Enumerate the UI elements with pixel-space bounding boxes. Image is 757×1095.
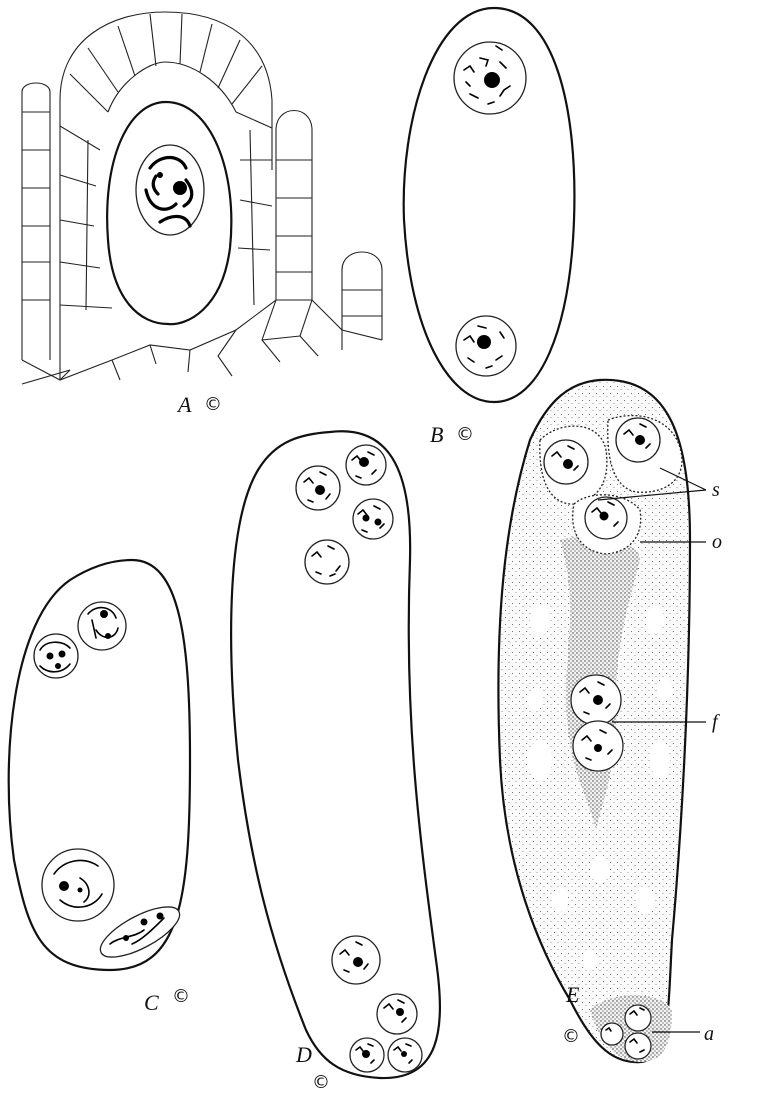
basal-cells — [22, 300, 382, 384]
nucleus-d8 — [388, 1038, 422, 1072]
nucleus-d3 — [353, 499, 393, 539]
panel-e-copyright-mark: © — [562, 1026, 580, 1047]
panel-e: s o f a E © — [498, 380, 722, 1062]
nucleus-d6 — [377, 994, 417, 1034]
panel-a-label: A — [176, 392, 192, 417]
callout-s-label: s — [712, 479, 720, 501]
nucleus-d4 — [305, 540, 349, 584]
callout-o-label: o — [712, 531, 722, 553]
panel-e-label: E — [565, 982, 580, 1007]
micropylar-nucleus — [454, 42, 526, 114]
panel-a-copyright-mark: © — [204, 394, 222, 415]
lower-nucleus-round — [42, 849, 114, 921]
nucleus-d5 — [332, 936, 380, 984]
panel-d: D © — [231, 431, 440, 1093]
panel-c: C © — [9, 560, 190, 1015]
nucleus-d7 — [350, 1038, 384, 1072]
nucleus-d2 — [346, 445, 386, 485]
right-integument — [276, 111, 382, 351]
panel-a: A © — [22, 12, 382, 417]
panel-c-copyright-mark: © — [172, 986, 190, 1007]
upper-nucleus-left — [34, 634, 78, 678]
panel-b: B © — [404, 8, 575, 447]
panel-b-copyright-mark: © — [456, 424, 474, 445]
panel-d-label: D — [295, 1042, 312, 1067]
upper-nucleus-right — [78, 602, 126, 650]
chalazal-nucleus — [456, 316, 516, 376]
nucleus-d1 — [296, 466, 340, 510]
panel-c-label: C — [144, 990, 159, 1015]
embryo-sac-eight-nucleate — [231, 431, 440, 1078]
left-integument — [22, 83, 50, 360]
callout-a-label: a — [704, 1023, 714, 1045]
panel-b-label: B — [430, 422, 443, 447]
mother-cell-nucleus — [136, 145, 204, 235]
callout-f-label: f — [712, 711, 720, 733]
panel-d-copyright-mark: © — [312, 1072, 330, 1093]
